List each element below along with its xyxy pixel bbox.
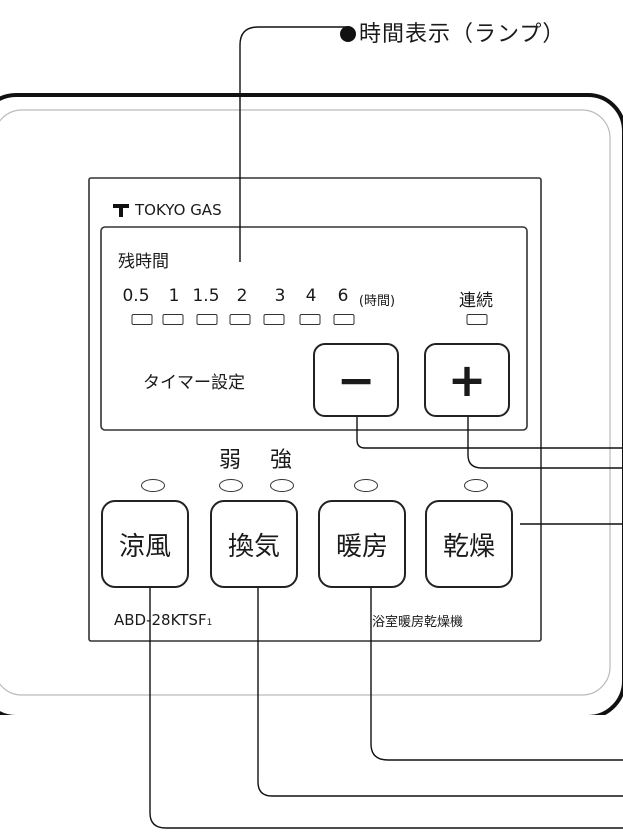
lamp-2h — [229, 314, 251, 325]
lamp-vent-weak — [219, 479, 243, 492]
lamp-callout-text: 時間表示（ランプ） — [359, 22, 566, 47]
ventilation-button[interactable]: 換気 — [210, 500, 298, 588]
remaining-time-label: 残時間 — [118, 252, 169, 272]
hour-label-0-5: 0.5 — [122, 286, 150, 306]
brand-name: TOKYO GAS — [135, 201, 222, 219]
hours-unit-label: (時間) — [358, 294, 396, 309]
lamp-4h — [299, 314, 321, 325]
heating-button[interactable]: 暖房 — [318, 500, 406, 588]
lamp-vent-strong — [270, 479, 294, 492]
leader-line-minus — [356, 416, 623, 449]
continuous-label: 連続 — [459, 291, 493, 311]
leader-line-plus — [467, 416, 623, 469]
display-window — [100, 226, 528, 431]
leader-line-heat — [370, 588, 623, 761]
drying-button[interactable]: 乾燥 — [425, 500, 513, 588]
model-number: ABD-28KTSF1 — [114, 611, 212, 629]
product-name: 浴室暖房乾燥機 — [372, 615, 464, 630]
model-number-text: ABD-28KTSF — [114, 611, 207, 629]
bullet-icon — [340, 26, 356, 42]
hour-label-2: 2 — [236, 286, 248, 306]
strong-label: 強 — [270, 448, 293, 473]
model-number-suffix: 1 — [206, 618, 213, 628]
tokyo-gas-logo-icon — [113, 203, 129, 217]
lamp-dry — [464, 479, 488, 492]
timer-setting-label: タイマー設定 — [143, 373, 245, 393]
brand: TOKYO GAS — [112, 201, 222, 219]
leader-line-cool — [149, 588, 623, 829]
cool-air-button[interactable]: 涼風 — [101, 500, 189, 588]
lamp-cool — [141, 479, 165, 492]
lamp-callout-label: 時間表示（ランプ） — [340, 16, 565, 48]
lamp-6h — [333, 314, 355, 325]
hour-label-1-5: 1.5 — [192, 286, 220, 306]
timer-plus-button[interactable]: + — [424, 343, 510, 417]
hour-label-1: 1 — [168, 286, 180, 306]
lamp-heat — [354, 479, 378, 492]
lamp-continuous — [466, 314, 488, 325]
lamp-0-5h — [131, 314, 153, 325]
weak-label: 弱 — [219, 448, 242, 473]
lamp-1-5h — [196, 314, 218, 325]
hour-label-6: 6 — [337, 286, 349, 306]
lamp-1h — [162, 314, 184, 325]
hour-label-4: 4 — [305, 286, 317, 306]
leader-line-vent — [257, 588, 623, 797]
timer-minus-button[interactable]: − — [313, 343, 399, 417]
frame-bevel — [0, 109, 611, 696]
leader-line-lamps — [239, 26, 348, 262]
lamp-3h — [263, 314, 285, 325]
hour-label-3: 3 — [274, 286, 286, 306]
